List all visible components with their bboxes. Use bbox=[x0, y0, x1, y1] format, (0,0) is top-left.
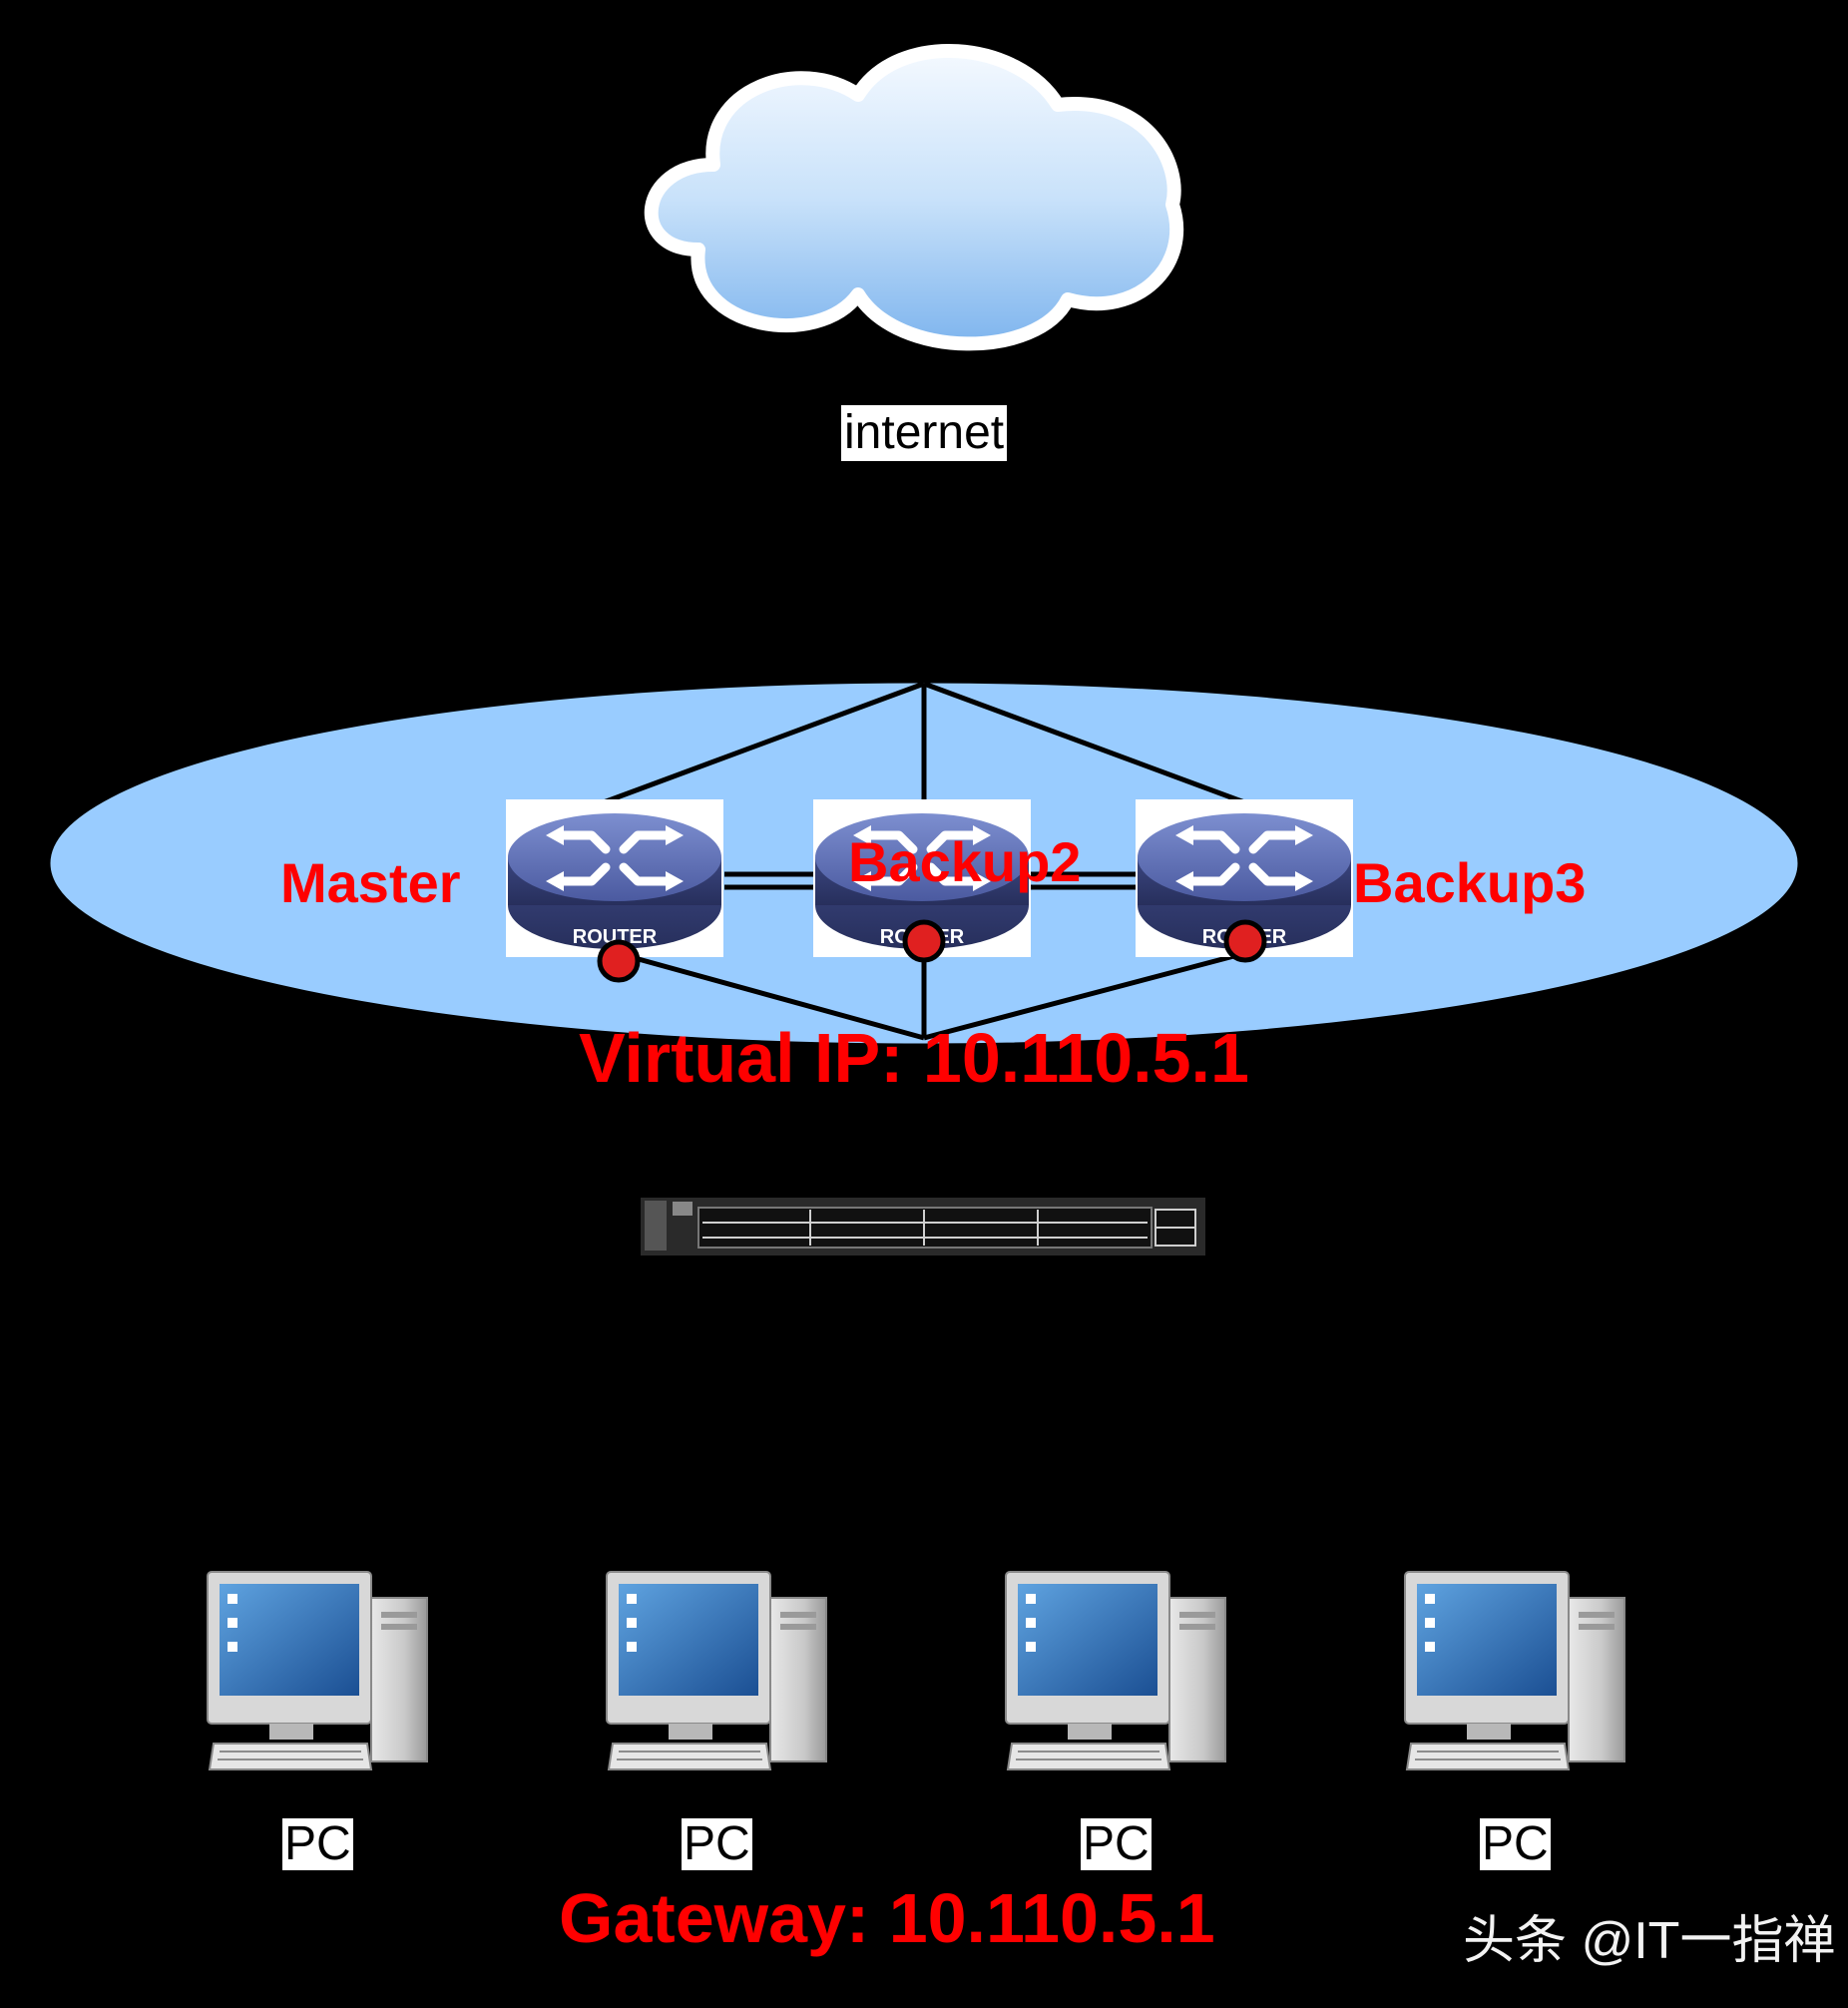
pc-icon-1[interactable] bbox=[207, 1571, 428, 1770]
switch-icon[interactable] bbox=[641, 1198, 1205, 1255]
pc-label-2: PC bbox=[682, 1817, 752, 1870]
watermark: 头条 @IT一指禅 bbox=[1463, 1912, 1836, 1970]
pc-label-1: PC bbox=[282, 1817, 353, 1870]
virtual-ip-label: Virtual IP: 10.110.5.1 bbox=[579, 1019, 1249, 1097]
gateway-label: Gateway: 10.110.5.1 bbox=[559, 1879, 1215, 1957]
network-links bbox=[600, 681, 1248, 1041]
internet-label: internet bbox=[841, 405, 1008, 461]
pc-icon-4[interactable] bbox=[1404, 1571, 1625, 1770]
router-master[interactable] bbox=[506, 799, 723, 957]
router-label-master: Master bbox=[280, 851, 461, 914]
router-label-backup3: Backup3 bbox=[1353, 851, 1587, 914]
router-label-backup2: Backup2 bbox=[848, 830, 1082, 893]
pc-label-4: PC bbox=[1480, 1817, 1551, 1870]
pc-label-3: PC bbox=[1081, 1817, 1152, 1870]
pc-icon-3[interactable] bbox=[1005, 1571, 1226, 1770]
interface-dots bbox=[597, 919, 1267, 983]
cloud-icon bbox=[644, 43, 1184, 351]
pc-icon-2[interactable] bbox=[606, 1571, 827, 1770]
